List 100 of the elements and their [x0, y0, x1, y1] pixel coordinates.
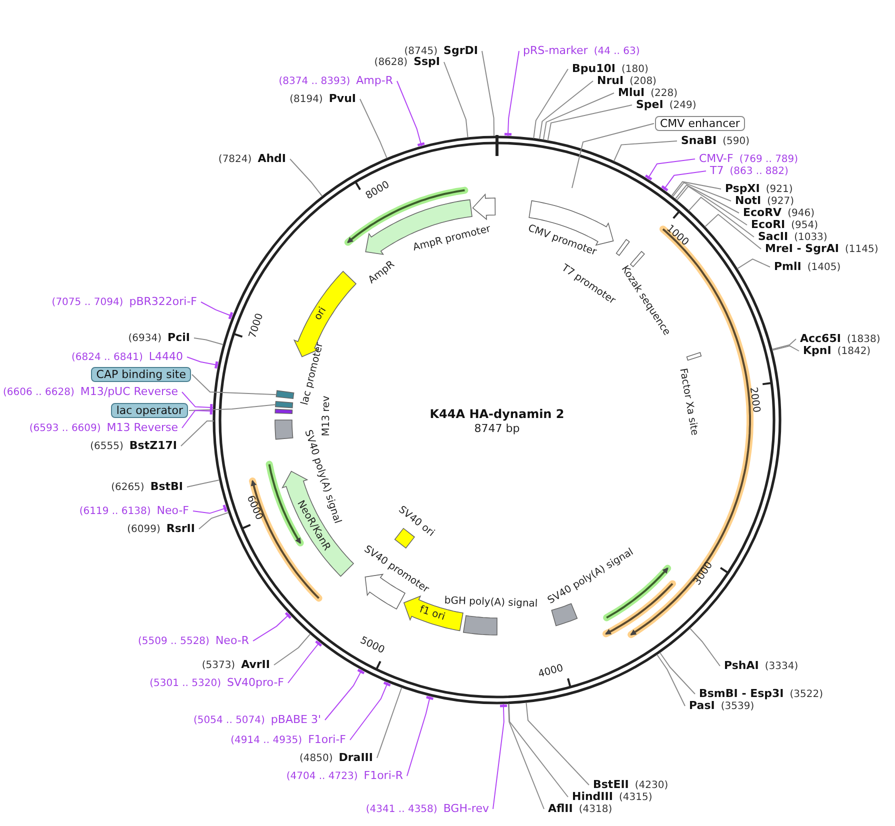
enzyme-name: SspI: [414, 55, 440, 68]
leader-line: [690, 628, 720, 666]
feature-label: f1 ori: [418, 604, 446, 624]
cut-position: (954): [791, 220, 818, 231]
leader-line: [288, 640, 322, 684]
site-mark: [276, 390, 294, 400]
leader-line: [396, 80, 425, 147]
primer-name: pBR322ori-F: [129, 295, 197, 308]
feature-label: CMV enhancer: [655, 116, 745, 131]
leader-line: [661, 170, 706, 192]
cut-position: (4318): [578, 804, 612, 815]
cut-position: (8194): [290, 94, 323, 105]
leader-line: [644, 158, 696, 180]
enzyme-name: EcoRI: [751, 218, 786, 231]
leader-line: [772, 338, 796, 350]
enzyme-name: BstZ17I: [129, 439, 177, 452]
feature-label: CAP binding site: [91, 367, 191, 382]
leader-line: [200, 302, 234, 320]
leader-line: [542, 92, 614, 140]
primer-range: (6824 .. 6841): [71, 352, 143, 363]
leader-line: [539, 80, 594, 140]
primer-range: (7075 .. 7094): [52, 297, 124, 308]
cut-position: (1838): [846, 334, 880, 345]
primer-range: (6606 .. 6628): [2, 387, 74, 398]
enzyme-name: PciI: [168, 331, 190, 344]
cut-position: (180): [622, 64, 648, 75]
leader-line: [324, 668, 365, 720]
primer-range: (5301 .. 5320): [150, 678, 221, 689]
enzyme-name: PasI: [689, 699, 715, 712]
primer-range: (5054 .. 5074): [194, 715, 265, 726]
tick-label: 7000: [247, 312, 266, 340]
primer-range: (44 .. 63): [594, 46, 640, 57]
tick-label: 6000: [244, 494, 265, 522]
leader-line: [194, 338, 224, 346]
leader-line: [186, 356, 219, 369]
leader-line: [656, 654, 686, 706]
feature-label: lac operator: [111, 403, 188, 418]
enzyme-name: PspXI: [725, 182, 760, 195]
enzyme-name: BstBI: [150, 480, 183, 493]
leader-line: [674, 184, 740, 214]
leader-line: [533, 68, 568, 139]
feature-label: bGH poly(A) signal: [444, 595, 538, 610]
primer-name: pBABE 3': [270, 713, 321, 726]
cut-position: (7824): [218, 154, 252, 165]
cut-position: (6555): [90, 441, 124, 452]
enzyme-name: KpnI: [803, 344, 832, 357]
leader-line: [704, 214, 762, 250]
leader-line: [482, 50, 494, 136]
primer-range: (5509 .. 5528): [138, 636, 210, 647]
primer-name: SV40pro-F: [227, 676, 284, 689]
cut-position: (249): [669, 100, 696, 111]
enzyme-name: MluI: [618, 86, 645, 99]
leader-line: [186, 480, 220, 488]
enzyme-name: PmlI: [774, 260, 802, 273]
cut-position: (946): [788, 208, 814, 219]
primer-name: L4440: [148, 350, 183, 363]
primer-range: (863 .. 882): [730, 166, 788, 177]
enzyme-name: Acc65I: [800, 332, 841, 345]
leader-line: [290, 158, 323, 197]
primer-range: (4341 .. 4358): [366, 804, 438, 815]
enzyme-name: PshAI: [724, 659, 759, 672]
cut-position: (3522): [790, 689, 824, 700]
enzyme-name: MreI - SgrAI: [765, 242, 839, 255]
feature-label: M13 rev: [321, 396, 333, 436]
cut-position: (8628): [374, 57, 408, 68]
primer-name: CMV-F: [699, 152, 734, 165]
enzyme-name: SpeI: [636, 98, 664, 111]
enzyme-name: SnaBI: [681, 134, 717, 147]
cut-position: (1033): [794, 232, 828, 243]
primer-name: M13/pUC Reverse: [80, 385, 178, 398]
tick-label: 2000: [746, 386, 762, 414]
enzyme-name: EcoRV: [743, 206, 782, 219]
cut-position: (208): [630, 76, 656, 87]
tick-label: 5000: [358, 634, 386, 657]
primer-name: Neo-F: [156, 504, 189, 517]
primer-range: (6593 .. 6609): [29, 423, 101, 434]
leader-line: [772, 345, 800, 352]
tick-label: 4000: [537, 663, 566, 682]
enzyme-name: NotI: [735, 194, 762, 207]
leader-line: [504, 50, 520, 137]
primer-name: Amp-R: [356, 74, 393, 87]
leader-line: [508, 703, 544, 810]
cut-position: (6099): [127, 524, 160, 535]
cut-position: (590): [722, 136, 750, 147]
cut-position: (3539): [720, 701, 754, 712]
site-mark: [274, 400, 294, 408]
enzyme-name: AflII: [548, 802, 573, 815]
feature-label: ori: [312, 306, 330, 324]
leader-line: [198, 512, 229, 530]
enzyme-name: AvrII: [241, 658, 270, 671]
leader-line: [572, 123, 654, 188]
leader-line: [182, 407, 214, 428]
primer-name: Neo-R: [215, 634, 249, 647]
leader-line: [688, 196, 754, 238]
primer-range: (4704 .. 4723): [286, 771, 358, 782]
cut-position: (4230): [634, 780, 668, 791]
leader-line: [736, 258, 770, 270]
cut-position: (4850): [299, 753, 333, 764]
primer-name: pRS-marker: [523, 44, 588, 57]
primer-name: M13 Reverse: [106, 421, 178, 434]
